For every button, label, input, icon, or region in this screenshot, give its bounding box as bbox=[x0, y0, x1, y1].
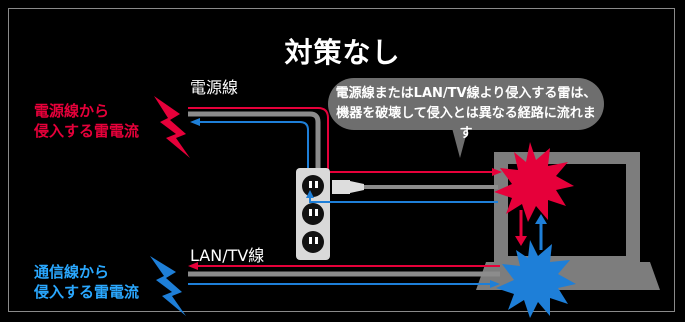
red-lightning-icon bbox=[154, 96, 190, 158]
power-cable bbox=[188, 107, 502, 176]
comm-surge-label: 通信線から 侵入する雷電流 bbox=[34, 262, 139, 302]
bubble-text-line1: 電源線またはLAN/TV線より侵入する雷は、 bbox=[335, 86, 597, 101]
blue-lightning-icon bbox=[150, 256, 186, 316]
bubble-text-line2: 機器を破壊して侵入とは異なる経路に流れます bbox=[336, 106, 596, 141]
power-strip bbox=[296, 168, 330, 260]
comm-surge-label-line1: 通信線から bbox=[34, 263, 110, 281]
page-title: 対策なし bbox=[284, 36, 401, 69]
power-surge-label-line2: 侵入する雷電流 bbox=[34, 122, 140, 140]
power-line-label: 電源線 bbox=[190, 78, 239, 97]
laptop-power-cord bbox=[306, 180, 498, 203]
speech-bubble bbox=[328, 78, 604, 158]
comm-surge-label-line2: 侵入する雷電流 bbox=[34, 283, 140, 301]
bubble-text: 電源線またはLAN/TV線より侵入する雷は、 機器を破壊して侵入とは異なる経路に… bbox=[332, 84, 600, 144]
power-surge-label-line1: 電源線から bbox=[34, 102, 110, 120]
blue-spark-burst bbox=[496, 240, 576, 318]
lan-line-label: LAN/TV線 bbox=[190, 246, 265, 265]
red-spark-burst bbox=[494, 142, 574, 222]
power-surge-label: 電源線から 侵入する雷電流 bbox=[34, 101, 139, 141]
lan-cable bbox=[188, 262, 500, 288]
internal-current-arrows bbox=[515, 210, 547, 250]
